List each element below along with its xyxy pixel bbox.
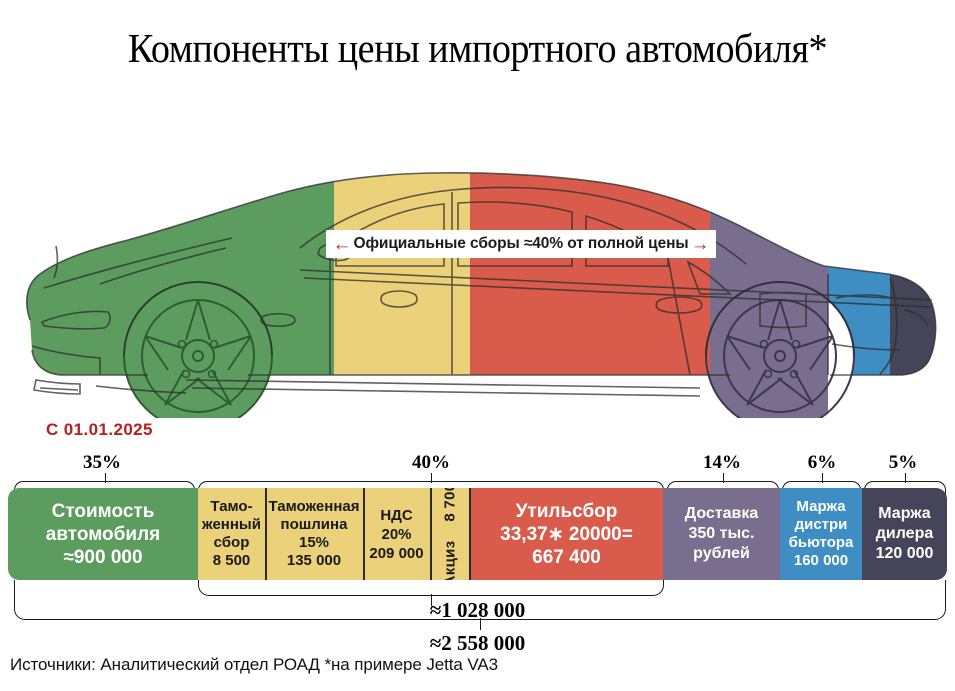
segment-line: пошлина	[280, 516, 348, 533]
bar-segment-car-cost[interactable]: Стоимость автомобиля ≈900 000	[8, 488, 198, 580]
bar-segment-customs-fee[interactable]: Тамо- женный сбор 8 500	[198, 488, 265, 580]
segment-divider	[469, 488, 471, 580]
segment-line: дилера	[875, 525, 934, 542]
rear-wheel	[705, 281, 855, 418]
segment-line: рублей	[693, 545, 750, 562]
price-breakdown-bar: Стоимость автомобиля ≈900 000 Тамо- женн…	[8, 488, 947, 580]
car-band-customs	[334, 172, 470, 375]
segment-line: 135 000	[286, 552, 342, 569]
bar-segment-excise[interactable]: Акциз 8 700	[430, 488, 470, 580]
percent-label-14: 14%	[703, 452, 741, 473]
segment-line: 8 500	[212, 552, 251, 569]
banner-label: Официальные сборы ≈40% от полной цены	[353, 235, 689, 252]
segment-line: 33,37∗ 20000=	[500, 523, 633, 545]
brace-stem	[431, 594, 433, 606]
percent-label-35: 35%	[83, 452, 121, 473]
bar-segment-customs-duty[interactable]: Таможенная пошлина 15% 135 000	[265, 488, 363, 580]
bar-segment-utilization-fee[interactable]: Утильсбор 33,37∗ 20000= 667 400	[470, 488, 663, 580]
segment-line: ≈900 000	[63, 546, 143, 568]
segment-line: 209 000	[369, 544, 424, 562]
segment-divider	[430, 488, 432, 580]
segment-line: женный	[202, 516, 261, 533]
full-price-total: ≈2 558 000	[429, 631, 526, 655]
official-fees-banner: ← Официальные сборы ≈40% от полной цены …	[326, 230, 716, 258]
brace-stem	[431, 473, 433, 483]
brace-stem	[821, 473, 823, 483]
official-fees-total: ≈1 028 000	[429, 598, 526, 622]
segment-line: Акциз	[441, 540, 459, 580]
segment-line: НДС	[380, 506, 413, 524]
bar-segment-vat[interactable]: НДС 20% 209 000	[363, 488, 430, 580]
segment-line: Утильсбор	[515, 500, 618, 522]
bar-segment-distributor-margin[interactable]: Маржа дистри бьютора 160 000	[780, 488, 862, 580]
brace-stem	[480, 618, 482, 630]
segment-line: Стоимость	[51, 500, 155, 522]
excise-vertical-label: Акциз 8 700	[442, 488, 459, 580]
segment-line: 667 400	[532, 546, 601, 568]
brace-stem	[905, 473, 907, 483]
car-band-utilization	[470, 172, 710, 375]
page-title: Компоненты цены импортного автомобиля*	[127, 25, 828, 71]
segment-line: 350 тыс.	[688, 525, 755, 542]
segment-line: 120 000	[875, 545, 934, 562]
percent-label-5: 5%	[888, 452, 918, 473]
bar-segment-dealer-margin[interactable]: Маржа дилера 120 000	[862, 488, 947, 580]
effective-date-label: С 01.01.2025	[46, 420, 153, 439]
segment-line: сбор	[213, 534, 250, 551]
percent-label-40: 40%	[412, 452, 450, 473]
segment-line: 8 700	[441, 488, 459, 522]
brace-bottom-official-fees	[198, 580, 664, 606]
segment-line: Таможенная	[268, 498, 360, 515]
segment-line: 20%	[381, 525, 412, 543]
segment-line: 15%	[298, 534, 330, 551]
bar-segment-delivery[interactable]: Доставка 350 тыс. рублей	[663, 488, 780, 580]
segment-line: бьютора	[788, 534, 854, 551]
car-illustration	[0, 88, 955, 418]
segment-line: дистри	[794, 516, 848, 533]
brace-stem	[104, 473, 106, 483]
arrow-right-icon: →	[690, 233, 710, 255]
segment-divider	[265, 488, 267, 580]
segment-line: автомобиля	[45, 523, 161, 545]
segment-line: Маржа	[878, 505, 931, 522]
brace-stem	[723, 473, 725, 483]
brace-bottom-full-price	[14, 580, 946, 630]
segment-divider	[363, 488, 365, 580]
segment-line: Доставка	[684, 505, 759, 522]
percent-label-6: 6%	[807, 452, 837, 473]
segment-line: 160 000	[793, 552, 849, 569]
arrow-left-icon: ←	[332, 233, 352, 255]
source-note: Источники: Аналитический отдел РОАД *на …	[10, 655, 498, 674]
segment-line: Тамо-	[210, 498, 253, 515]
segment-line: Маржа	[796, 498, 846, 515]
